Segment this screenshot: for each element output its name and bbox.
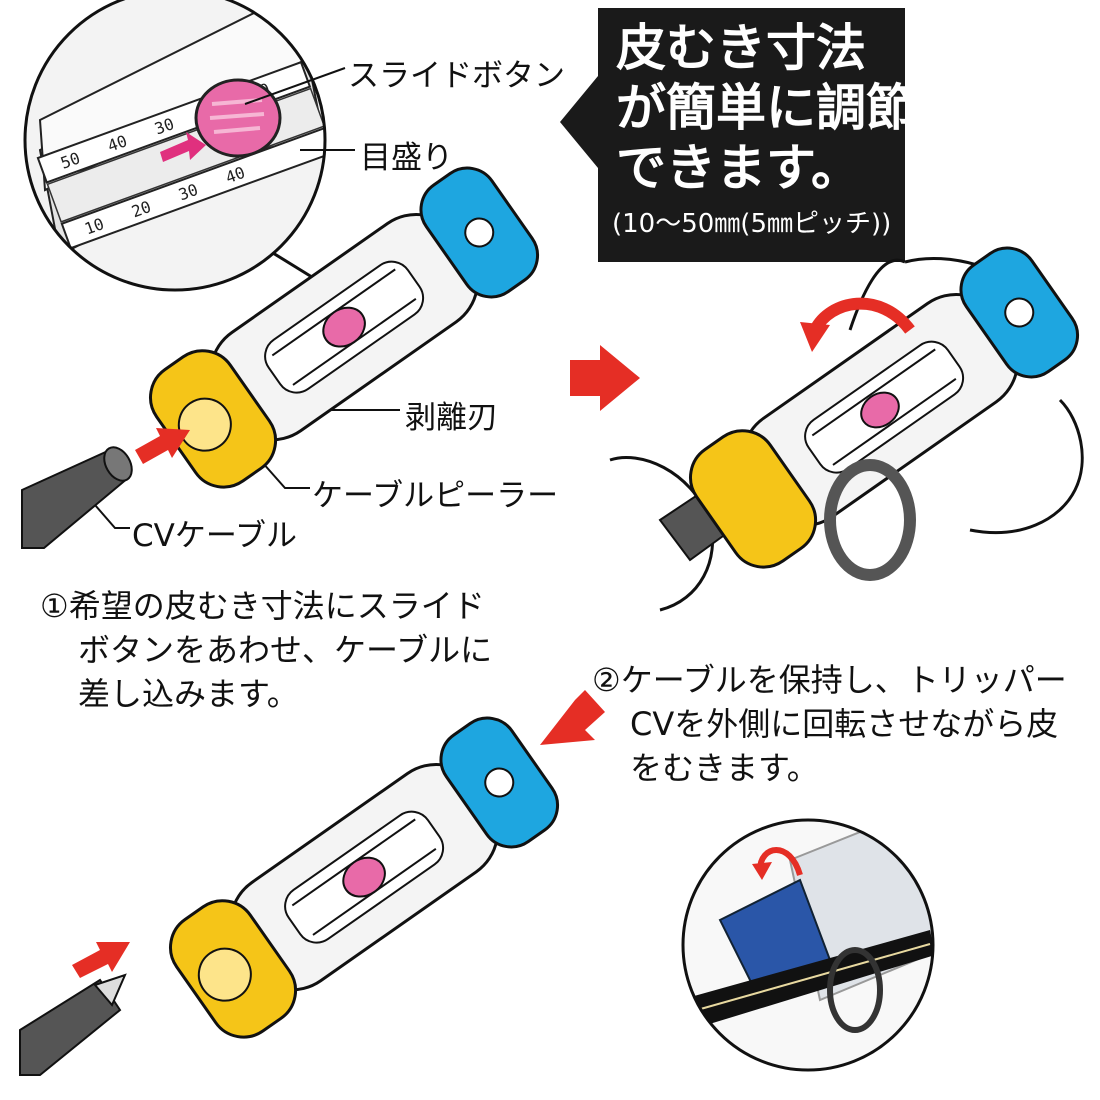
photo-callout: [681, 818, 935, 1072]
insert-arrow: [72, 942, 130, 978]
flow-arrow-right: [570, 345, 640, 411]
scale-label: 目盛り: [360, 140, 453, 176]
panel-title-line1: 皮むき寸法: [616, 19, 866, 77]
panel-title-line3: できます。: [616, 139, 861, 197]
panel-title-line2: が簡単に調節: [616, 79, 916, 137]
slide-button-zoom: [194, 78, 282, 158]
flow-arrow-down-left: [540, 690, 605, 745]
slide-arrow: [160, 132, 206, 162]
step1-line2: ボタンをあわせ、ケーブルに: [78, 631, 493, 669]
cv-cable-label: CVケーブル: [132, 518, 297, 554]
cv-cable: [21, 448, 130, 549]
panel-note: (10～50㎜(5㎜ピッチ)): [612, 209, 892, 239]
step2-line3: をむきます。: [630, 749, 819, 787]
step1-line3: 差し込みます。: [78, 675, 299, 713]
cable-peeler-tool-2: [609, 246, 1084, 612]
blade-label: 剥離刃: [405, 400, 498, 436]
step1-line1: ①希望の皮むき寸法にスライド: [40, 587, 485, 625]
info-panel: [560, 8, 905, 262]
rotate-arrow: [809, 297, 915, 334]
pull-arrow: [135, 428, 190, 464]
hand-outline: [609, 257, 1084, 612]
magnifier-callout: 50 40 30 20 10 10 20 30 40: [23, 0, 327, 292]
cable-peeler-tool-1: [21, 166, 540, 549]
cable-peeler-label: ケーブルピーラー: [312, 478, 559, 514]
cable-peeler-tool-3: [19, 716, 560, 1076]
step2-line1: ②ケーブルを保持し、トリッパー: [592, 661, 1067, 699]
step2-line2: CVを外側に回転させながら皮: [630, 705, 1059, 743]
slide-button-label: スライドボタン: [348, 58, 565, 94]
cv-cable-bottom: [19, 978, 122, 1076]
